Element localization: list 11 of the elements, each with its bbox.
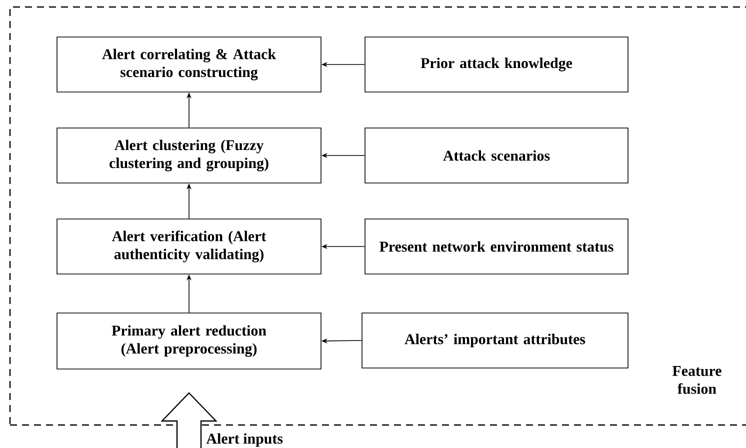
process-box: Alerts’ important attributes <box>362 312 628 368</box>
process-box: Primary alert reduction (Alert preprocessing) <box>56 312 322 370</box>
frame-label: Feature fusion <box>672 366 722 394</box>
edge-label: Alert inputs <box>206 433 283 447</box>
process-box: Prior attack knowledge <box>364 36 628 92</box>
process-box: Present network environment status <box>364 218 628 274</box>
process-box: Attack scenarios <box>364 128 628 184</box>
process-box: Alert verification (Alert authenticity validating) <box>56 218 322 274</box>
process-box: Alert correlating & Attack scenario constructing <box>56 36 322 92</box>
process-box: Alert clustering (Fuzzy clustering and grouping) <box>56 128 322 184</box>
dashed-frame <box>9 6 746 426</box>
